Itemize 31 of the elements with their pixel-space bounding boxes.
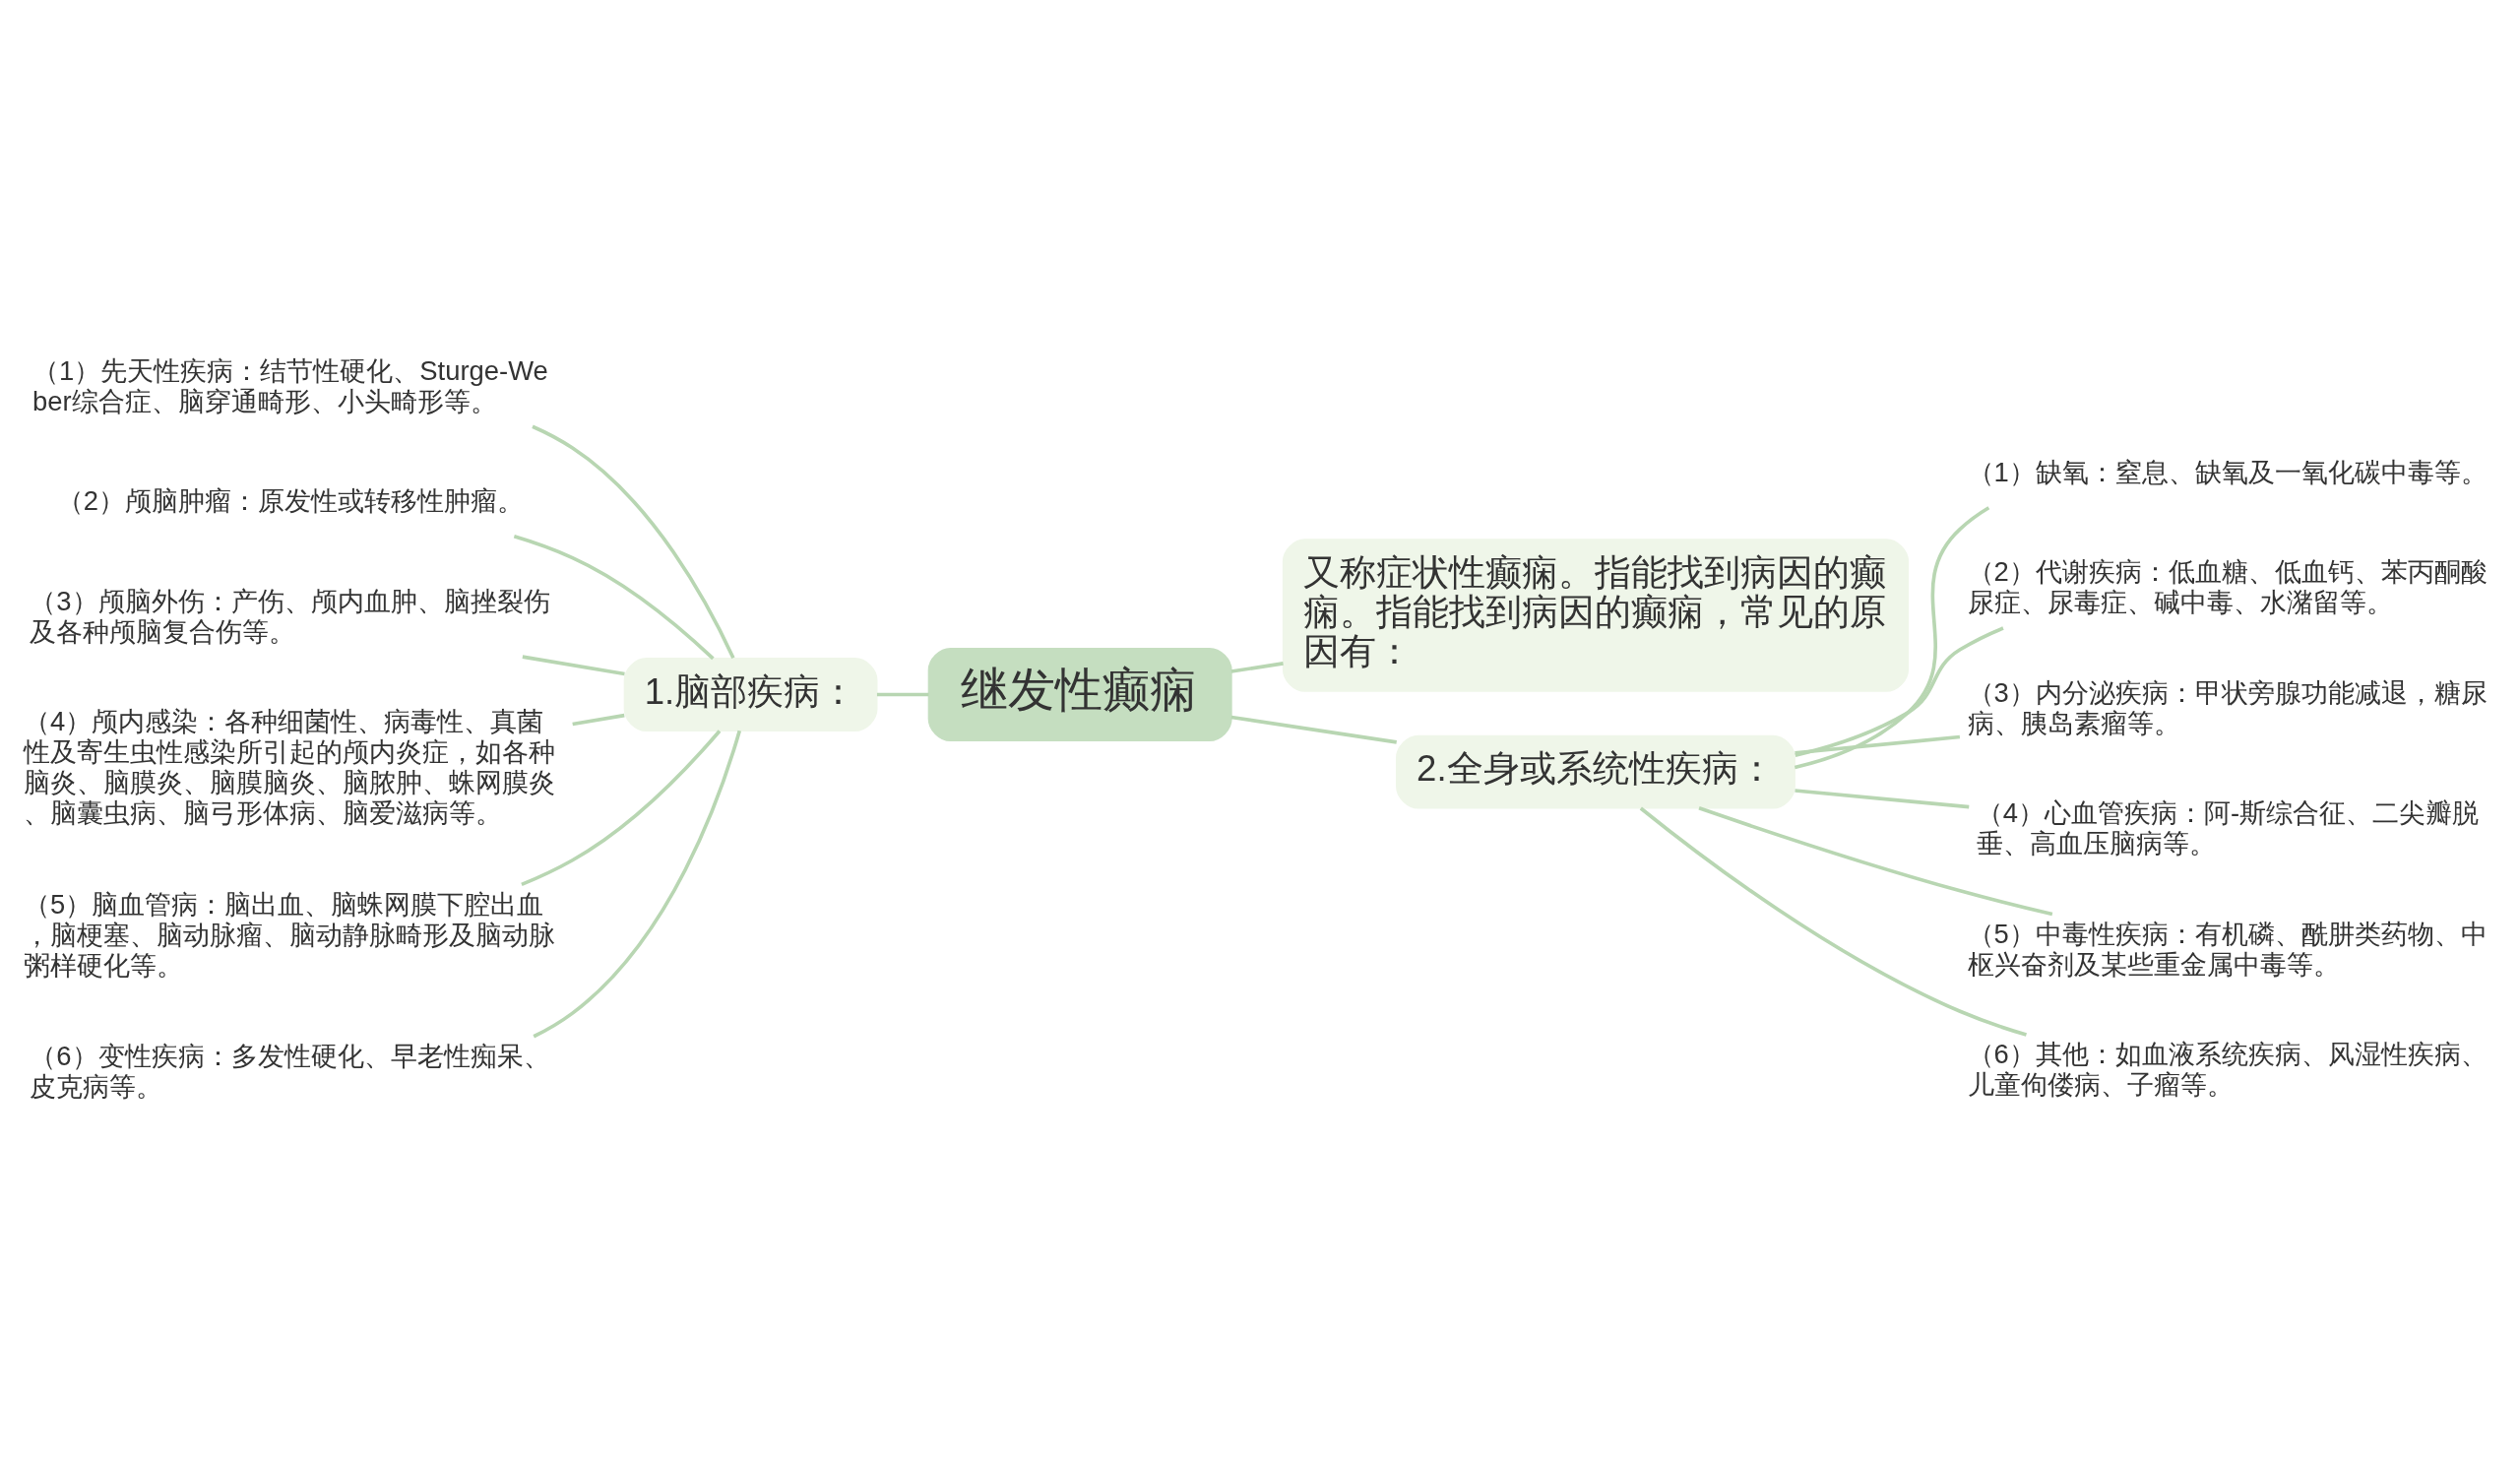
node-text: （4）心血管疾病：阿-斯综合征、二尖瓣脱垂、高血压脑病等。 [1976, 796, 2480, 858]
connector [513, 534, 715, 660]
node-text: （5）中毒性疾病：有机磷、酰肼类药物、中枢兴奋剂及某些重金属中毒等。 [1967, 918, 2488, 980]
connector [1230, 715, 1397, 744]
node-text: （6）其他：如血液系统疾病、风湿性疾病、儿童佝偻病、子瘤等。 [1967, 1038, 2488, 1100]
connector [533, 730, 742, 1038]
connector [522, 654, 625, 675]
node-text: （1）缺氧：窒息、缺氧及一氧化碳中毒等。 [1967, 456, 2488, 487]
connector [1698, 805, 2053, 916]
node-box: 继发性癫痫 [927, 647, 1232, 741]
connector [1795, 734, 1961, 755]
connector [572, 713, 625, 726]
node-text: （5）脑血管病：脑出血、脑蛛网膜下腔出血，脑梗塞、脑动脉瘤、脑动静脉畸形及脑动脉粥样硬化等。 [23, 888, 555, 981]
connector [1795, 625, 2004, 757]
node-text: （4）颅内感染：各种细菌性、病毒性、真菌性及寄生虫性感染所引起的颅内炎症，如各种脑炎、脑膜炎、脑膜脑炎、脑脓肿、蛛网膜炎、脑囊虫病、脑弓形体病、脑爱滋病等。 [23, 705, 555, 828]
node-text: （6）变性疾病：多发性硬化、早老性痴呆、皮克病等。 [30, 1040, 550, 1102]
connector [1230, 661, 1284, 673]
connector [1795, 788, 1970, 808]
node-box: 2.全身或系统性疾病： [1396, 734, 1796, 809]
connector [532, 424, 735, 659]
connector [521, 729, 722, 886]
node-text: （3）内分泌疾病：甲状旁腺功能减退，糖尿病、胰岛素瘤等。 [1967, 676, 2488, 738]
node-text: （2）颅脑肿瘤：原发性或转移性肿瘤。 [56, 484, 525, 516]
node-text: （2）代谢疾病：低血糖、低血钙、苯丙酮酸尿症、尿毒症、碱中毒、水潴留等。 [1967, 555, 2488, 617]
connector [876, 692, 929, 696]
node-box: 1.脑部疾病： [623, 657, 878, 731]
node-text: （3）颅脑外伤：产伤、颅内血肿、脑挫裂伤及各种颅脑复合伤等。 [30, 585, 550, 647]
connector [1794, 505, 1990, 769]
node-box: 又称症状性癫痫。指能找到病因的癫痫。指能找到病因的癫痫，常见的原因有： [1282, 538, 1910, 692]
node-text: （1）先天性疾病：结节性硬化、Sturge-Weber综合症、脑穿通畸形、小头畸形等。 [32, 354, 548, 416]
connector [1639, 806, 2027, 1037]
